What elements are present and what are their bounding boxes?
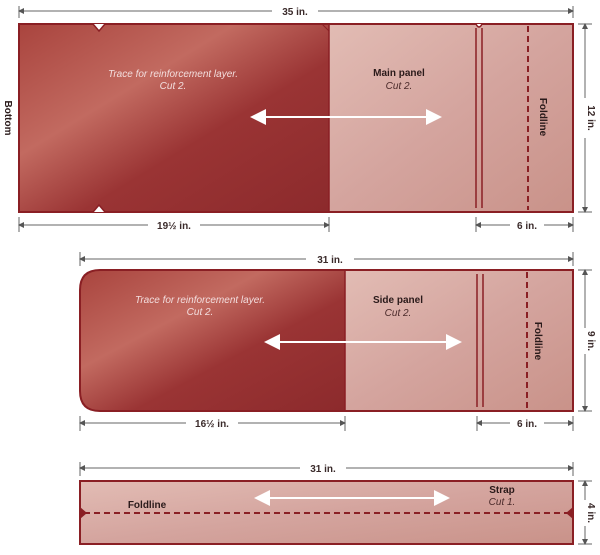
main-panel-cut: Cut 2. [386,81,413,92]
side-trace-cut: Cut 2. [187,307,214,318]
side-reinforcement-area [80,270,345,411]
main-panel-title: Main panel [373,68,425,79]
main-notch [92,203,106,213]
main-panel-pattern: 35 in. Trace for reinforcement layer. Cu… [2,6,596,232]
side-panel-cut: Cut 2. [385,308,412,319]
strap-top-dimension: 31 in. [310,464,336,475]
main-outline [18,23,574,213]
side-trace-label: Trace for reinforcement layer. [135,295,265,306]
strap-side-dimension: 4 in. [585,503,596,523]
side-outline [79,269,574,412]
side-panel-pattern: 31 in. Trace for reinforcement layer. Cu… [79,252,596,431]
main-top-dimension: 35 in. [282,7,308,18]
side-foldline-label: Foldline [532,322,543,361]
strap-notch [566,507,573,519]
strap-pattern: 31 in. Foldline Strap Cut 1. 4 in. [79,462,596,545]
main-side-dimension: 12 in. [585,105,596,131]
side-side-dimension: 9 in. [585,331,596,351]
main-notch [475,23,483,28]
main-bottom-dimension-right: 6 in. [517,221,537,232]
main-notch [92,23,106,33]
side-bottom-dimension-right: 6 in. [517,419,537,430]
strap-title: Strap [489,485,515,496]
main-bottom-dimension-left: 19½ in. [157,221,191,232]
strap-foldline-label: Foldline [128,500,167,511]
main-trace-cut: Cut 2. [160,81,187,92]
main-trace-label: Trace for reinforcement layer. [108,69,238,80]
side-panel-title: Side panel [373,295,423,306]
strap-cut: Cut 1. [489,497,516,508]
strap-notch [80,507,87,519]
main-notch [321,23,330,32]
main-foldline-label: Foldline [537,98,548,137]
side-top-dimension: 31 in. [317,255,343,266]
side-bottom-dimension-left: 16½ in. [195,419,229,430]
main-bottom-label: Bottom [2,101,13,136]
